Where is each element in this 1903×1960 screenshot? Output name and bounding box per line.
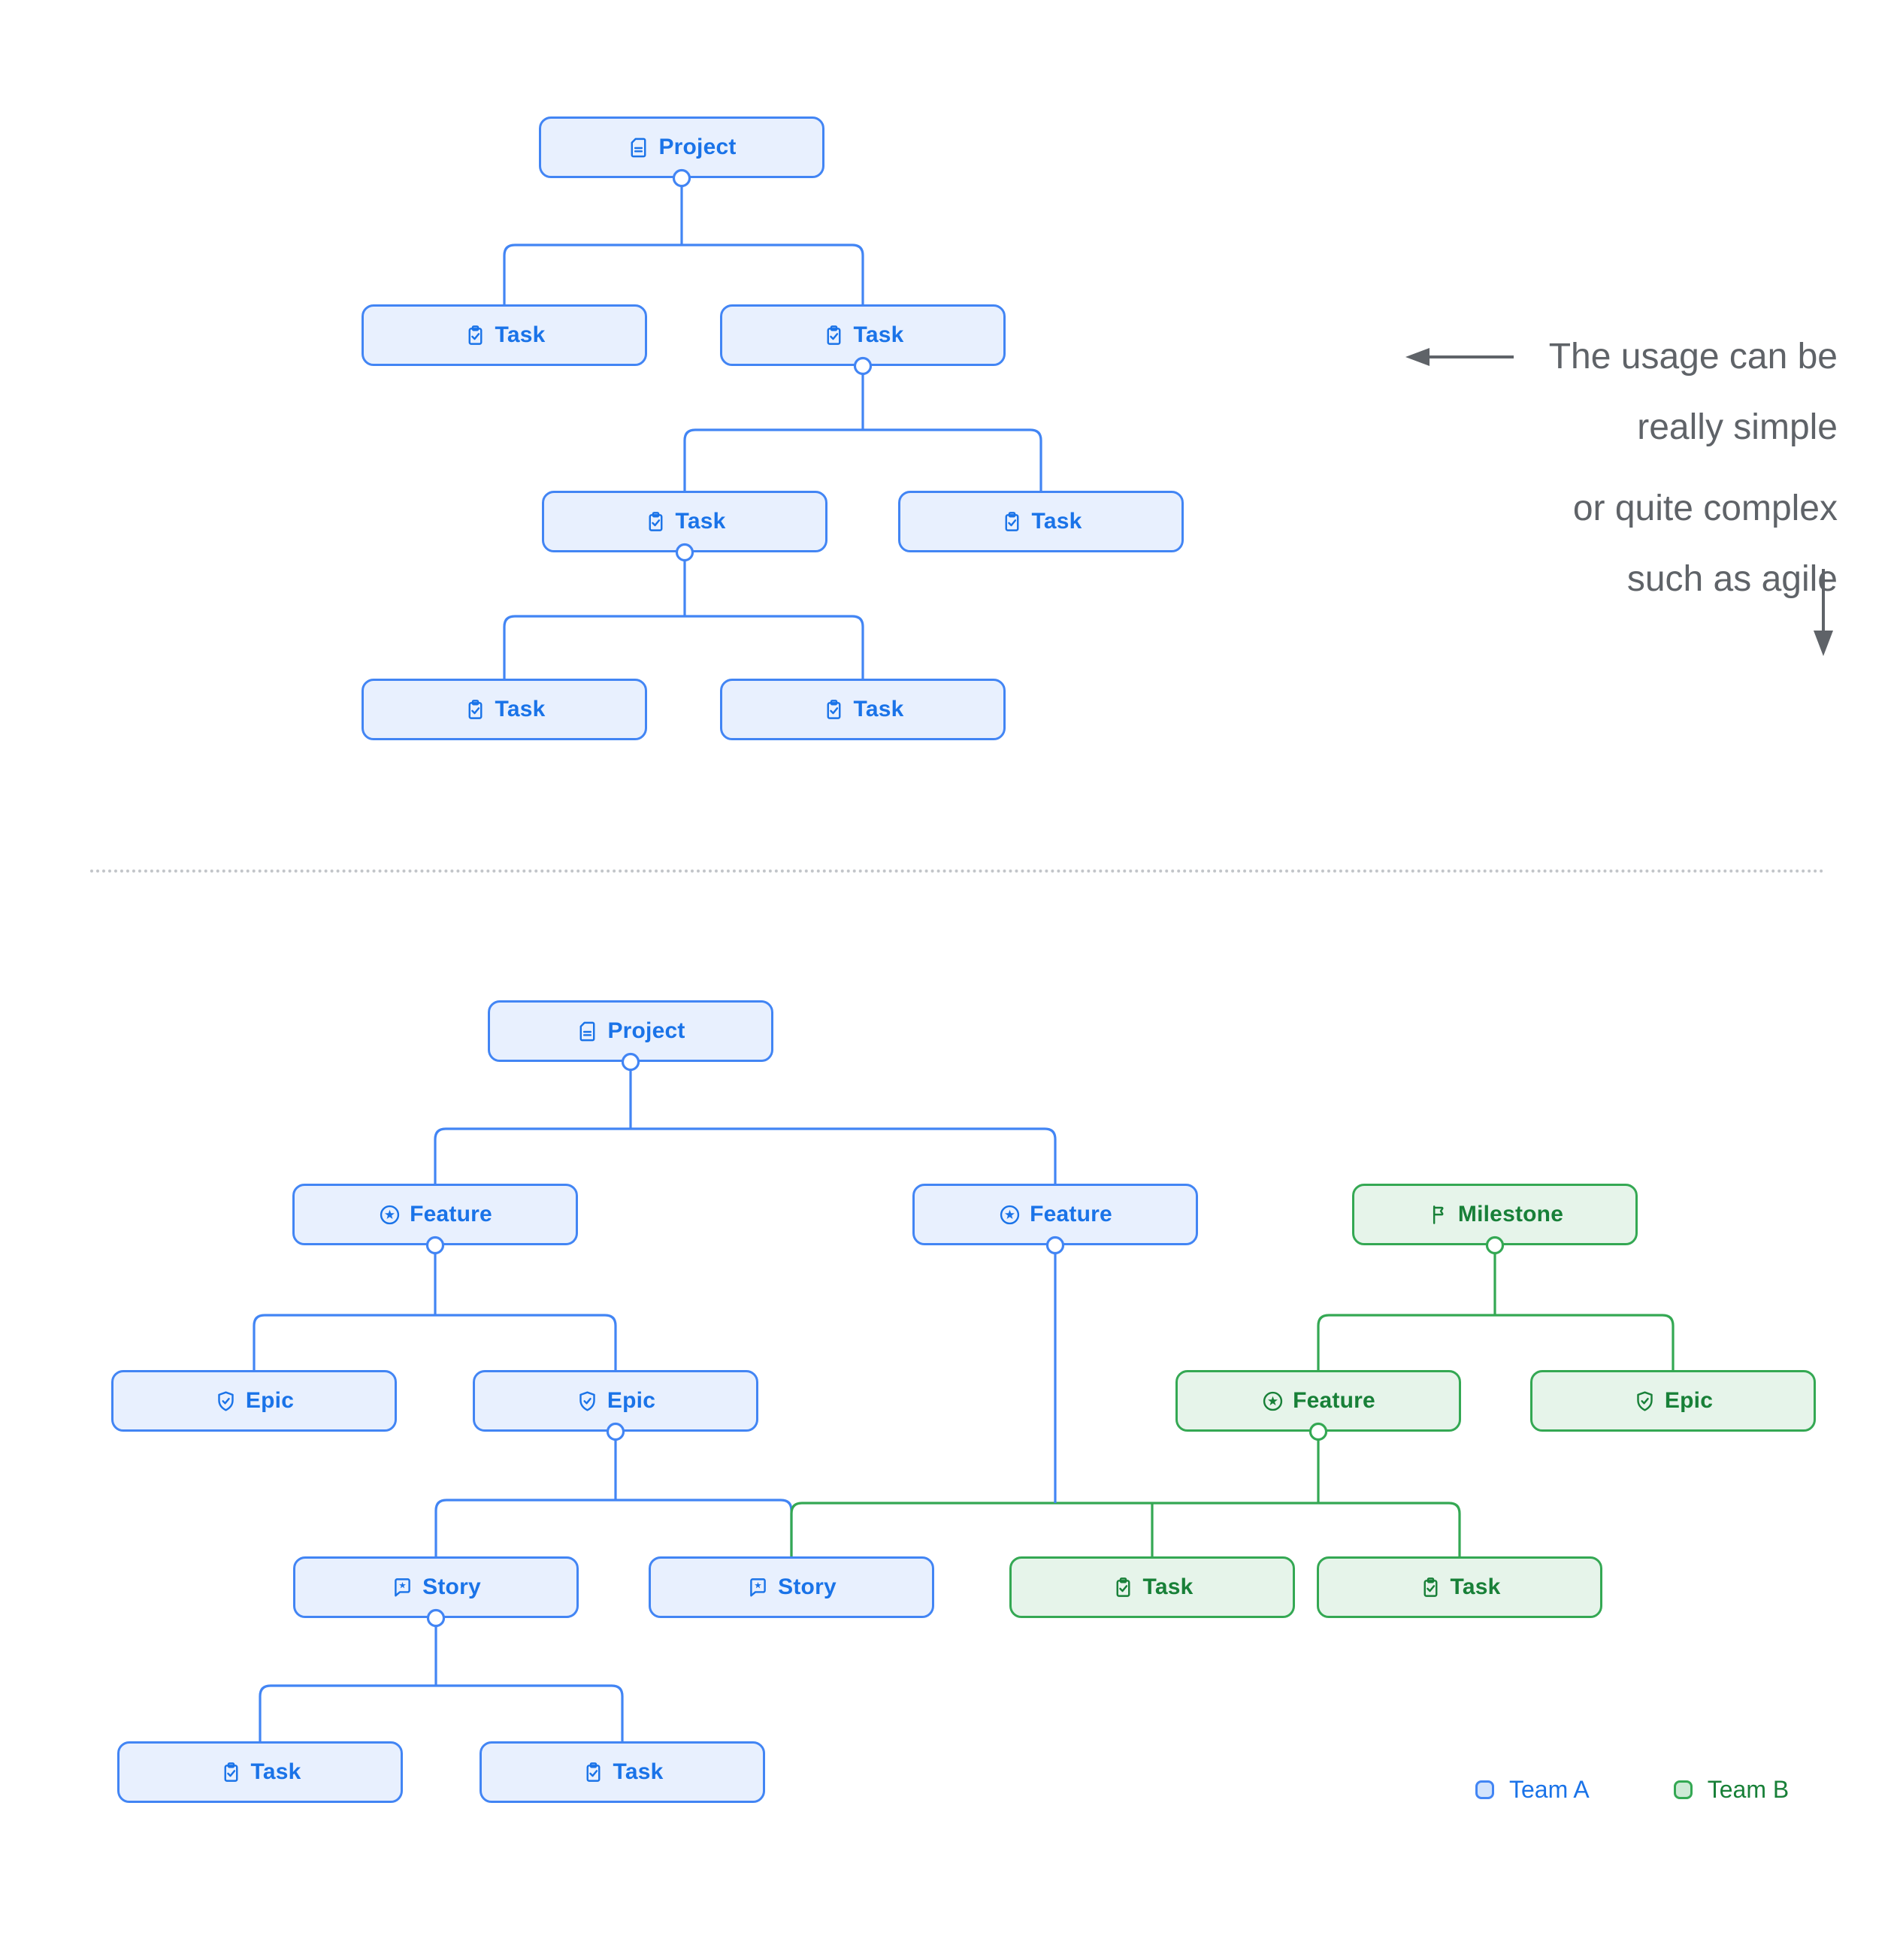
node-label: Task xyxy=(1031,509,1082,534)
node-a-story-1: Story xyxy=(293,1556,579,1618)
node-s-task-5: Task xyxy=(362,679,647,740)
node-a-milestone: Milestone xyxy=(1352,1184,1638,1245)
node-a-task-4: Task xyxy=(480,1741,765,1803)
story-icon xyxy=(746,1576,770,1599)
task-icon xyxy=(1000,510,1024,534)
annotation-line-3: or quite complex xyxy=(1572,488,1838,528)
node-a-epic-3: Epic xyxy=(1530,1370,1816,1432)
project-icon xyxy=(576,1020,599,1043)
node-label: Feature xyxy=(410,1202,492,1227)
team-a-label: Team A xyxy=(1509,1776,1590,1803)
node-s-task-4: Task xyxy=(898,491,1184,552)
node-label: Epic xyxy=(607,1388,656,1413)
feature-icon xyxy=(378,1203,401,1227)
node-a-epic-1: Epic xyxy=(111,1370,397,1432)
node-label: Feature xyxy=(1293,1388,1375,1413)
node-label: Story xyxy=(422,1574,481,1599)
task-icon xyxy=(1419,1576,1442,1599)
node-a-feature-1: Feature xyxy=(292,1184,578,1245)
node-s-task-2: Task xyxy=(720,304,1006,366)
task-icon xyxy=(644,510,667,534)
task-icon xyxy=(464,324,487,347)
project-icon xyxy=(627,136,650,159)
node-a-project: Project xyxy=(488,1000,773,1062)
section-divider xyxy=(90,870,1825,873)
node-s-task-6: Task xyxy=(720,679,1006,740)
node-label: Task xyxy=(853,322,904,347)
arrow-left-icon xyxy=(1405,348,1514,366)
node-label: Task xyxy=(250,1759,301,1784)
node-label: Epic xyxy=(1664,1388,1714,1413)
node-label: Project xyxy=(658,135,737,159)
node-label: Task xyxy=(675,509,726,534)
annotation-line-1: The usage can be xyxy=(1548,337,1838,377)
node-a-task-1: Task xyxy=(1009,1556,1295,1618)
task-icon xyxy=(822,324,846,347)
node-s-task-3: Task xyxy=(542,491,827,552)
task-icon xyxy=(464,698,487,721)
node-label: Task xyxy=(1142,1574,1194,1599)
legend-item-team-a: Team A xyxy=(1475,1776,1590,1803)
story-icon xyxy=(391,1576,414,1599)
task-icon xyxy=(1112,1576,1135,1599)
node-label: Task xyxy=(1450,1574,1501,1599)
team-b-label: Team B xyxy=(1707,1776,1790,1803)
node-label: Task xyxy=(613,1759,664,1784)
task-icon xyxy=(822,698,846,721)
task-icon xyxy=(219,1761,243,1784)
node-label: Project xyxy=(607,1018,685,1043)
node-a-feature-3: Feature xyxy=(1175,1370,1461,1432)
team-b-swatch-icon xyxy=(1673,1780,1693,1799)
epic-icon xyxy=(1633,1390,1656,1413)
milestone-icon xyxy=(1426,1203,1450,1227)
node-s-task-1: Task xyxy=(362,304,647,366)
node-label: Task xyxy=(495,322,546,347)
node-label: Milestone xyxy=(1457,1202,1564,1227)
task-icon xyxy=(582,1761,605,1784)
epic-icon xyxy=(214,1390,237,1413)
feature-icon xyxy=(1261,1390,1284,1413)
node-a-task-2: Task xyxy=(1317,1556,1602,1618)
annotation-text: The usage can be really simple or quite … xyxy=(1549,322,1838,615)
node-label: Task xyxy=(495,697,546,721)
legend-item-team-b: Team B xyxy=(1673,1776,1790,1803)
node-label: Story xyxy=(778,1574,837,1599)
node-label: Feature xyxy=(1030,1202,1112,1227)
annotation-line-2: really simple xyxy=(1637,407,1838,447)
node-a-story-2: Story xyxy=(649,1556,934,1618)
annotation-line-4: such as agile xyxy=(1626,559,1838,599)
node-a-feature-2: Feature xyxy=(912,1184,1198,1245)
node-s-project: Project xyxy=(539,116,824,178)
team-a-swatch-icon xyxy=(1475,1780,1494,1799)
feature-icon xyxy=(998,1203,1021,1227)
legend: Team A Team B xyxy=(1475,1776,1790,1803)
node-a-epic-2: Epic xyxy=(473,1370,758,1432)
epic-icon xyxy=(576,1390,599,1413)
node-a-task-3: Task xyxy=(117,1741,403,1803)
arrow-down-icon xyxy=(1814,569,1833,656)
node-label: Epic xyxy=(245,1388,295,1413)
node-label: Task xyxy=(853,697,904,721)
